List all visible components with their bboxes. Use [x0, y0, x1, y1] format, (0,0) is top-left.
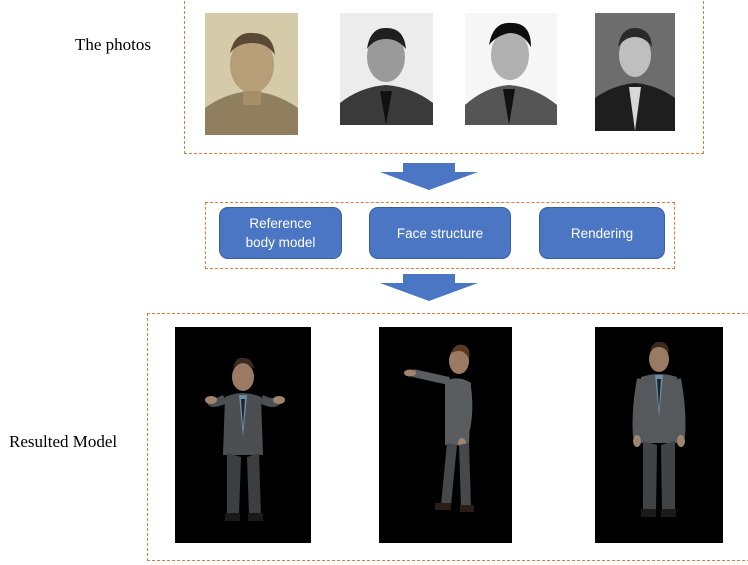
step-label-line1: Reference — [249, 216, 312, 231]
step-label-line2: body model — [245, 235, 316, 250]
step-reference-body-model: Reference body model — [219, 207, 342, 259]
rendered-figure-2 — [379, 327, 512, 543]
arrow-down-icon — [379, 163, 479, 191]
step-rendering: Rendering — [539, 207, 665, 259]
rendered-figure-3 — [595, 327, 723, 543]
result-label: Resulted Model — [9, 432, 118, 451]
rendered-figure-1 — [175, 327, 311, 543]
photos-label: The photos — [75, 35, 152, 54]
step-label: Rendering — [570, 225, 634, 241]
portrait-photo-2 — [340, 13, 433, 125]
portrait-photo-1 — [205, 13, 298, 135]
step-label: Face structure — [396, 225, 484, 241]
pipeline-dashed-frame — [205, 202, 675, 269]
arrow-down-icon — [379, 274, 479, 302]
photos-dashed-frame — [184, 0, 704, 154]
portrait-photo-3 — [465, 13, 557, 125]
result-dashed-frame — [147, 313, 748, 561]
portrait-photo-4 — [595, 13, 675, 131]
step-face-structure: Face structure — [369, 207, 511, 259]
